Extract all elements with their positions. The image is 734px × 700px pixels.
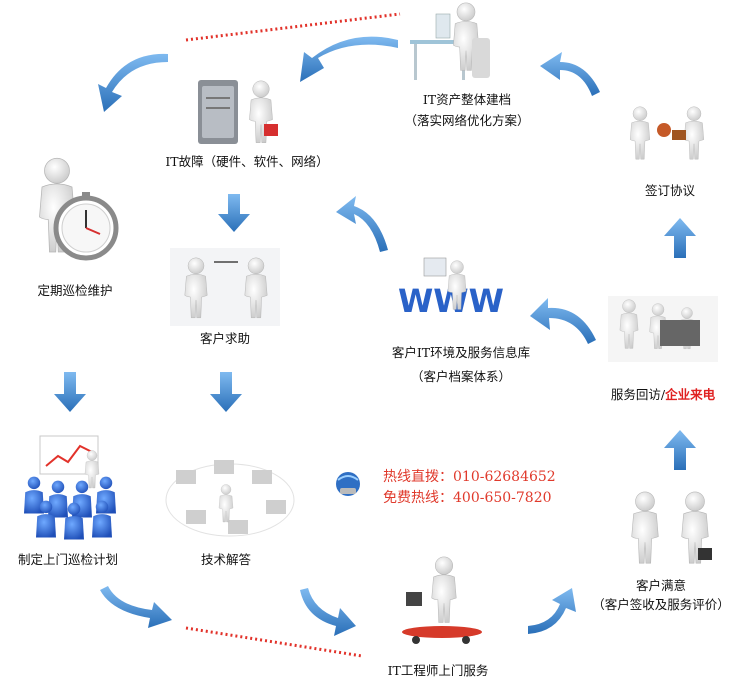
curved-arrow-asset-to-fault	[300, 36, 398, 82]
infobase-illustration: WWW	[398, 257, 504, 320]
globe-phone-icon	[336, 472, 360, 496]
answer-illustration	[165, 460, 295, 537]
answer-title: 技术解答	[200, 552, 252, 567]
curved-arrow-plan-to-engineer-left	[100, 586, 172, 628]
curved-arrow-sign-to-asset	[540, 52, 600, 96]
maintenance-title: 定期巡检维护	[37, 283, 113, 298]
it-fault-title: IT故障（硬件、软件、网络）	[165, 154, 329, 169]
callback-title-text: 服务回访/	[610, 387, 666, 402]
help-title: 客户求助	[199, 331, 251, 346]
engineer-illustration	[402, 556, 482, 644]
plan-title: 制定上门巡检计划	[17, 552, 119, 567]
dotted-connector-top	[185, 12, 401, 42]
sign-title: 签订协议	[644, 183, 696, 198]
it-fault-illustration	[198, 80, 278, 144]
down-arrow-fault-to-help	[218, 194, 250, 232]
satisfied-illustration	[631, 491, 712, 564]
up-arrow-callback-to-sign	[664, 218, 696, 258]
maintenance-illustration	[39, 157, 119, 261]
satisfied-subtitle: （客户签收及服务评价）	[592, 597, 730, 612]
down-arrow-maintenance-to-plan	[54, 372, 86, 412]
satisfied-title: 客户满意	[635, 578, 687, 593]
infobase-title: 客户IT环境及服务信息库	[391, 345, 531, 360]
plan-illustration	[24, 435, 116, 540]
curved-arrow-infobase-to-fault	[336, 196, 388, 252]
hotline-free[interactable]: 免费热线：400-650-7820	[383, 490, 552, 506]
it-asset-illustration	[410, 2, 490, 80]
curved-arrow-callback-to-infobase	[530, 298, 596, 344]
callback-highlight: 企业来电	[665, 387, 716, 402]
help-illustration	[170, 248, 280, 326]
infobase-subtitle: （客户档案体系）	[410, 369, 512, 384]
callback-illustration	[608, 296, 718, 362]
hotline-direct[interactable]: 热线直拨：010-62684652	[383, 469, 556, 485]
callback-title: 服务回访/企业来电	[611, 387, 715, 403]
curved-arrow-engineer-to-satisfied	[528, 588, 576, 634]
it-asset-subtitle: （落实网络优化方案）	[404, 113, 530, 128]
engineer-title: IT工程师上门服务	[387, 663, 489, 678]
it-asset-title: IT资产整体建档	[422, 92, 512, 107]
down-arrow-help-to-answer	[210, 372, 242, 412]
curved-arrow-answer-to-engineer	[300, 588, 356, 636]
up-arrow-satisfied-to-callback	[664, 430, 696, 470]
sign-illustration	[629, 106, 705, 160]
curved-arrow-fault-to-maintenance	[98, 53, 168, 112]
